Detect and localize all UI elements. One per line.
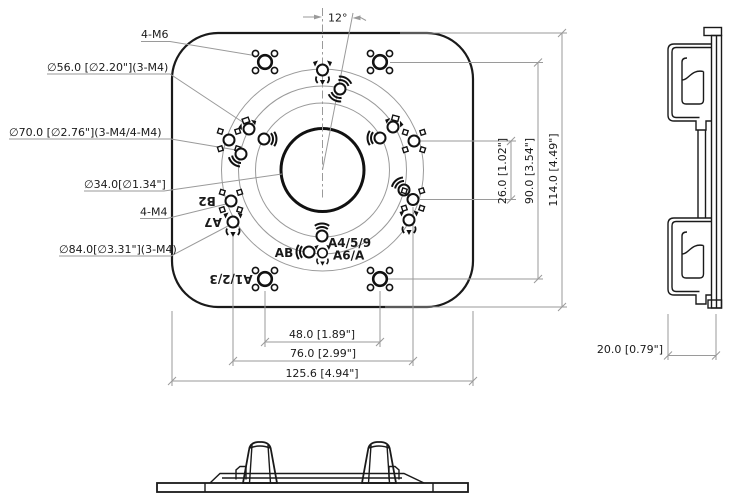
- callout-d34: ∅34.0[∅1.34"]: [84, 178, 166, 191]
- dim-125: 125.6 [4.94"]: [285, 367, 358, 380]
- code-a7: A7: [204, 215, 222, 229]
- angle-arrow-right: [352, 15, 361, 21]
- leader-d34: [84, 173, 283, 192]
- callout-d84: ∅84.0[∅3.31"](3-M4): [59, 243, 177, 256]
- side-bottom-hook: [667, 217, 712, 305]
- angle-arrow-left: [314, 14, 322, 20]
- code-a459: A4/5/9: [328, 236, 371, 250]
- leader-d56: [47, 73, 251, 128]
- angle-value: 12°: [328, 12, 348, 25]
- front-view: 12° 4-M6 ∅56.0 [∅2.20"](3-M4) ∅70.0 [∅2.…: [9, 8, 567, 386]
- bottom-right-post: [360, 441, 398, 484]
- bottom-view: [156, 441, 469, 493]
- thickness-dimension: 20.0 [0.79"]: [597, 314, 721, 360]
- callout-d70: ∅70.0 [∅2.76"](3-M4/4-M4): [9, 126, 162, 139]
- callout-d56: ∅56.0 [∅2.20"](3-M4): [47, 61, 168, 74]
- dim-114: 114.0 [4.49"]: [547, 133, 560, 206]
- side-view: 20.0 [0.79"]: [597, 26, 723, 360]
- adapter-codes: B2 A7 A1/2/3 AB A4/5/9 A6/A: [198, 194, 371, 286]
- callout-4m4: 4-M4: [140, 206, 167, 219]
- leader-4m6: [141, 41, 258, 57]
- code-a6a: A6/A: [333, 249, 365, 263]
- dim-76: 76.0 [2.99"]: [290, 347, 356, 360]
- leader-d70: [9, 138, 237, 151]
- dim-90: 90.0 [3.54"]: [523, 138, 536, 204]
- leader-4m4: [140, 203, 227, 219]
- side-top-cap: [703, 26, 723, 37]
- code-ab: AB: [275, 246, 293, 260]
- side-top-hook: [667, 43, 712, 131]
- dim-26: 26.0 [1.02"]: [496, 138, 509, 204]
- code-a123: A1/2/3: [209, 272, 252, 286]
- bottom-base-bar: [156, 482, 469, 493]
- side-bottom-foot: [707, 299, 723, 309]
- leader-d84: [59, 225, 229, 257]
- vertical-dimensions: 26.0 [1.02"] 90.0 [3.54"] 114.0 [4.49"]: [385, 28, 567, 312]
- dim-48: 48.0 [1.89"]: [289, 328, 355, 341]
- bottom-platform: [209, 472, 425, 484]
- code-b2: B2: [198, 194, 216, 208]
- horizontal-dimensions: 48.0 [1.89"] 76.0 [2.99"] 125.6 [4.94"]: [167, 207, 478, 386]
- bottom-left-post: [241, 441, 279, 484]
- dim-20: 20.0 [0.79"]: [597, 343, 663, 356]
- callout-leaders: 4-M6 ∅56.0 [∅2.20"](3-M4) ∅70.0 [∅2.76"]…: [9, 28, 283, 257]
- callout-4m6: 4-M6: [141, 28, 168, 41]
